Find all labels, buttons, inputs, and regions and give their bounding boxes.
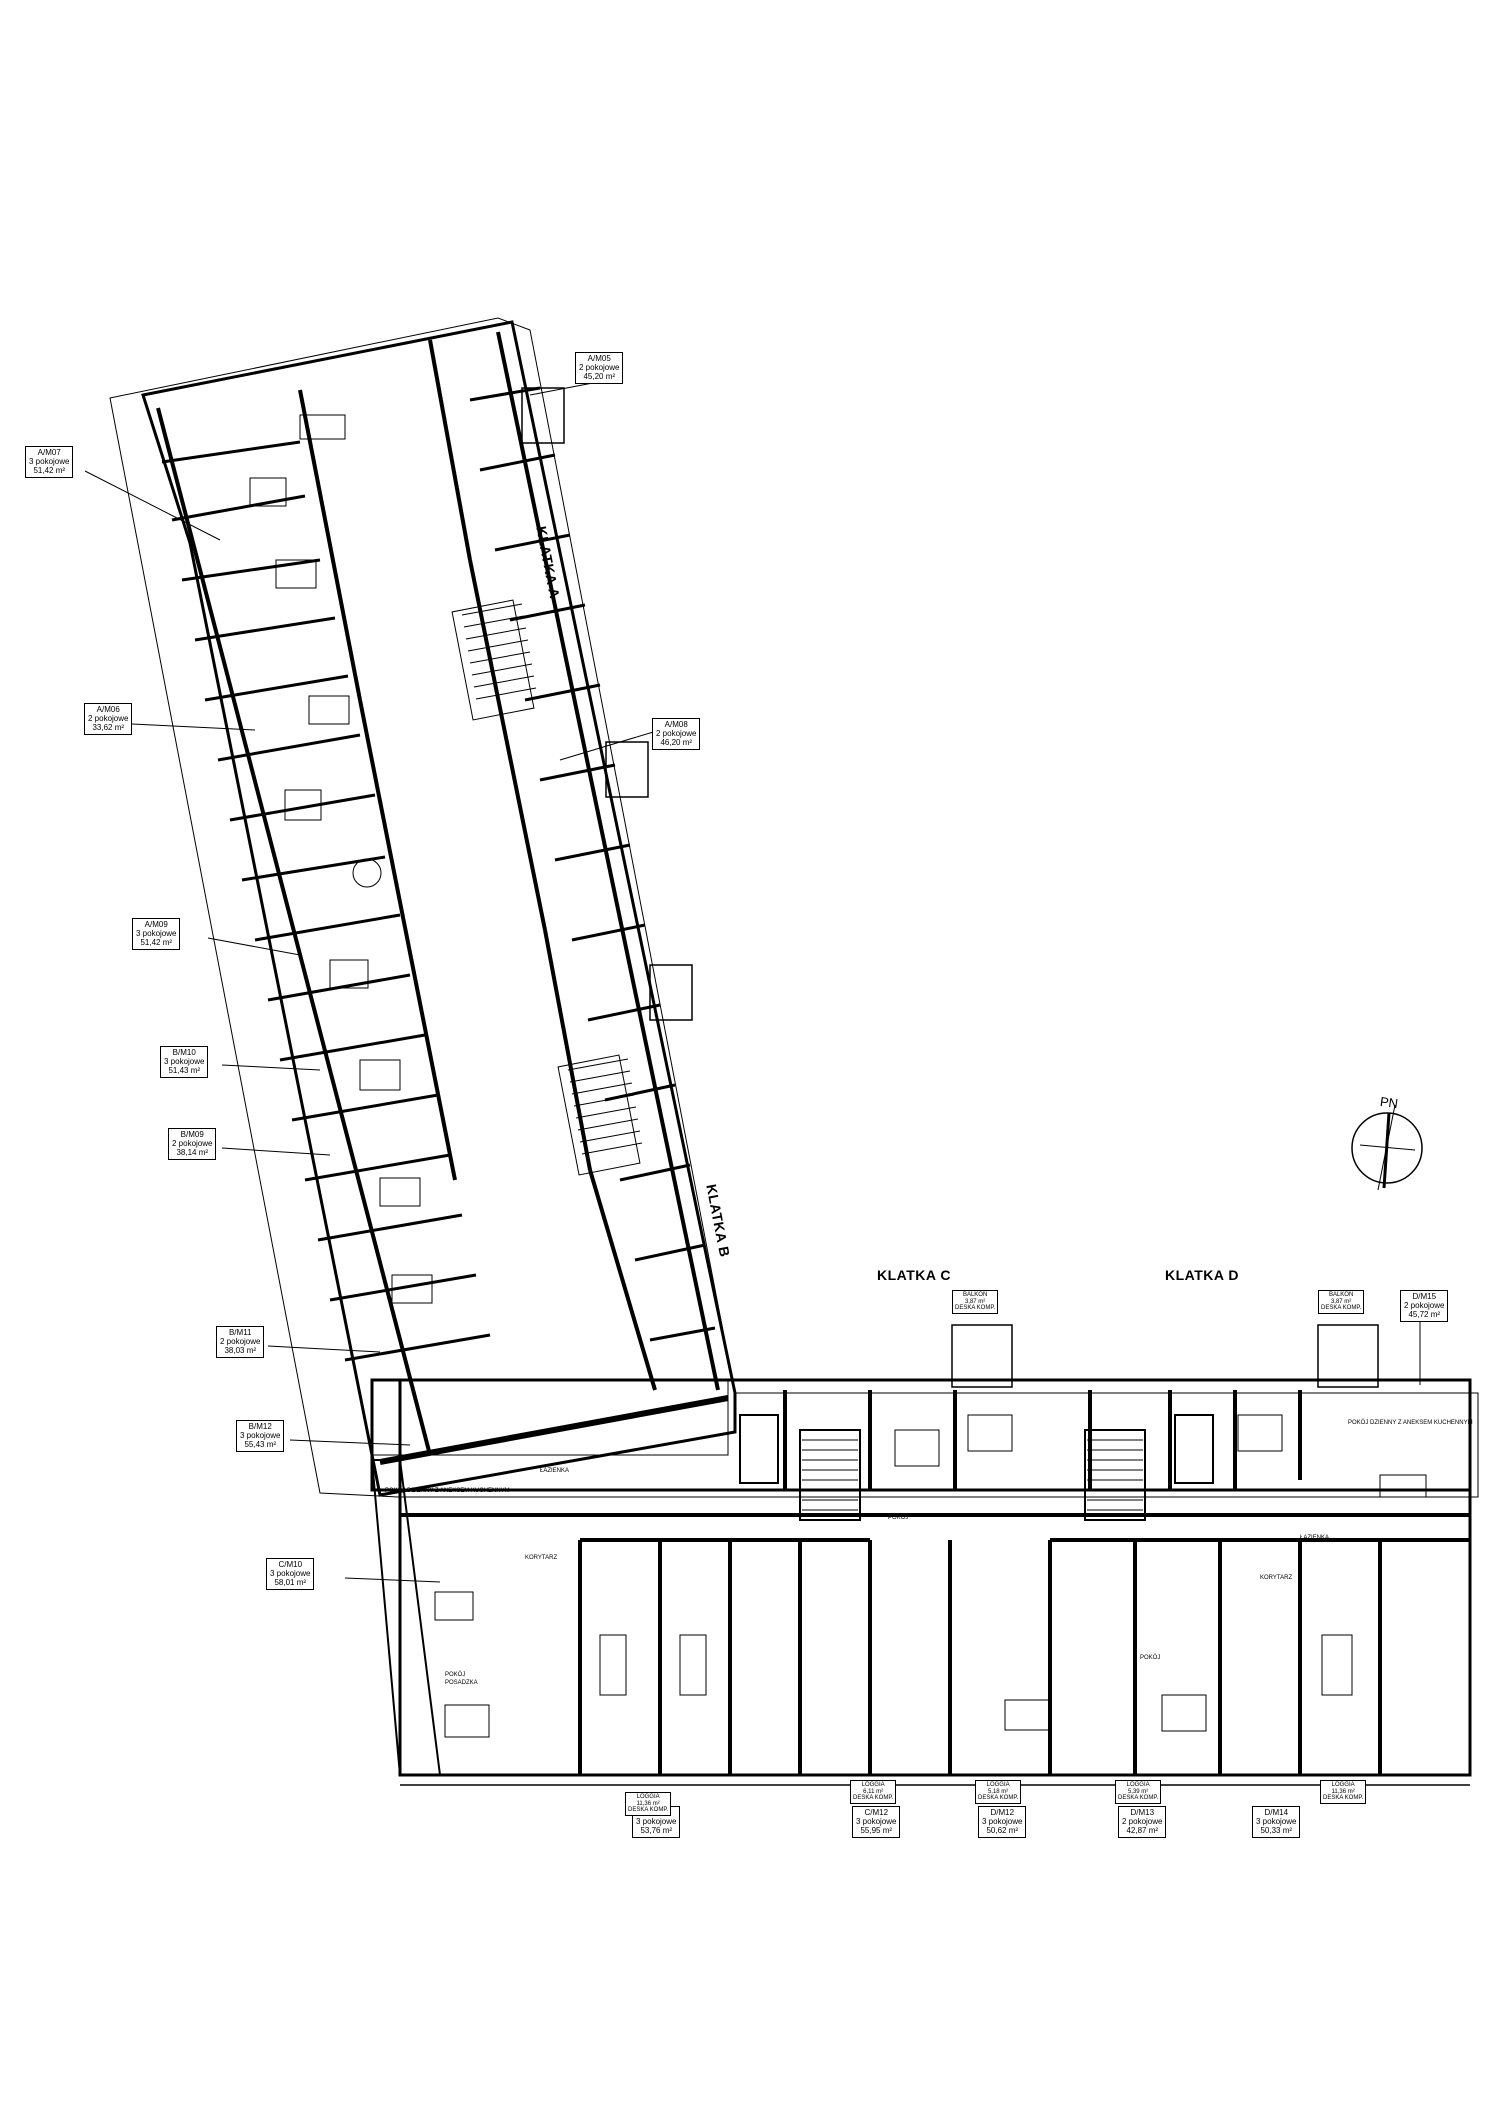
lower-wing-body xyxy=(398,1378,1472,1777)
building-outline xyxy=(141,320,737,1497)
lower-left-corner xyxy=(370,1459,442,1776)
north-arrow xyxy=(1351,1104,1423,1191)
site-outline xyxy=(109,317,1479,1498)
